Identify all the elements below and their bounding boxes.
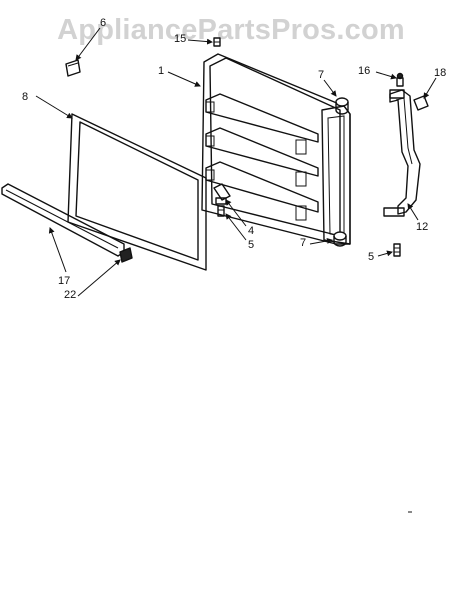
end-cap-part-22 [119,247,133,263]
callout-5-mid: 5 [248,239,255,251]
screw-part-16 [396,72,404,87]
leader-lines [35,27,437,297]
callout-18: 18 [434,67,447,79]
callout-15: 15 [174,33,187,45]
plate-part-18 [413,95,429,111]
callout-1: 1 [158,65,165,77]
watermark-text: AppliancePartsPros.com [57,14,405,46]
callout-22: 22 [64,289,77,301]
callout-7-bottom: 7 [300,237,307,249]
door-gasket-part-8 [67,113,207,271]
door-liner-part-1 [201,53,351,245]
callout-4: 4 [248,225,255,237]
hinge-cap-part-7-top [335,97,349,115]
callout-17: 17 [58,275,71,287]
callout-8: 8 [22,91,29,103]
callout-16: 16 [358,65,371,77]
callout-5-right: 5 [368,251,375,263]
screw-part-15 [213,37,221,47]
door-clip-part-6 [65,59,81,77]
callout-6: 6 [100,17,107,29]
callout-12: 12 [416,221,429,233]
hinge-bracket-part-12 [383,89,421,217]
screw-part-5-mid [217,205,225,217]
callout-7-top: 7 [318,69,325,81]
door-trim-part-17 [1,183,125,257]
screw-part-5-right [393,243,401,257]
hinge-cap-part-7-bottom [333,231,347,247]
door-stop-part-4 [213,183,231,205]
